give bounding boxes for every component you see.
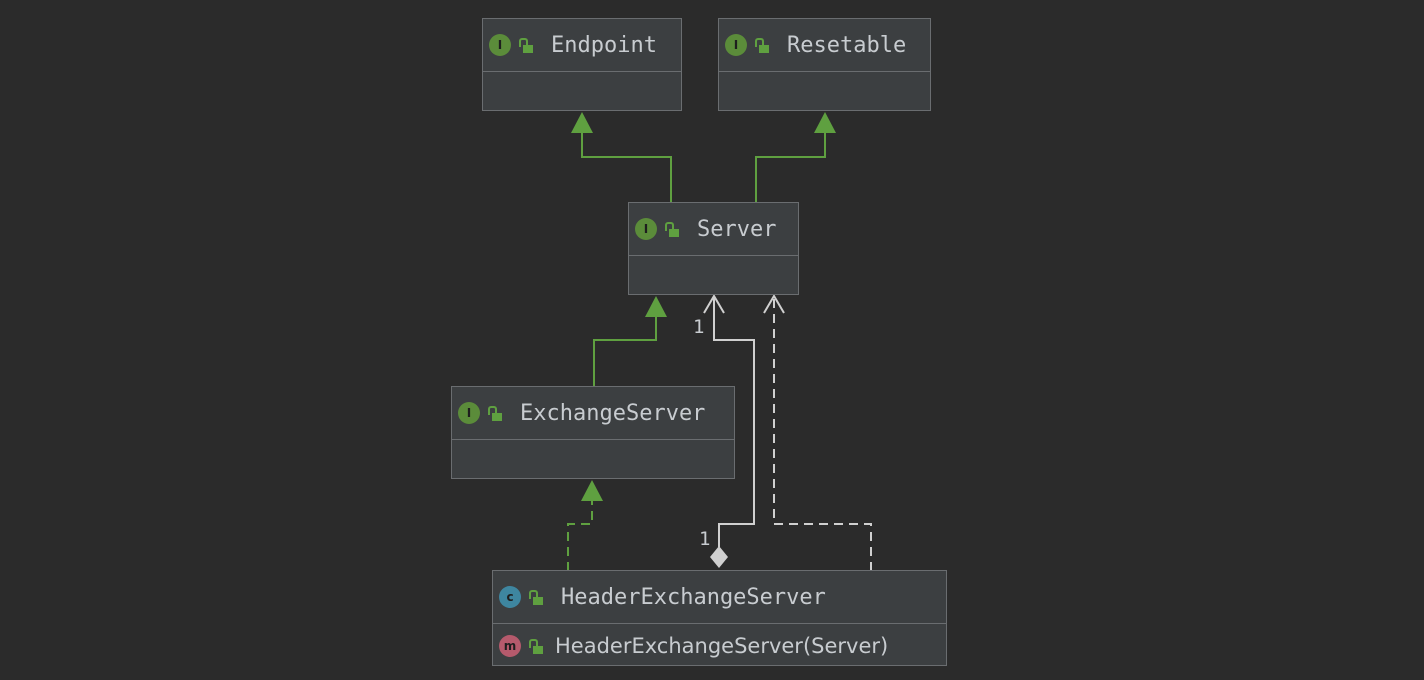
node-resetable[interactable]: I Resetable xyxy=(718,18,931,111)
public-visibility-icon xyxy=(529,589,543,605)
node-endpoint[interactable]: I Endpoint xyxy=(482,18,682,111)
open-arrowhead-dependency xyxy=(763,294,785,314)
node-exchange-server[interactable]: I ExchangeServer xyxy=(451,386,735,479)
interface-icon: I xyxy=(635,218,657,240)
node-header: I Resetable xyxy=(719,19,930,72)
edge-server-resetable xyxy=(755,132,826,203)
node-header-exchange-server[interactable]: c HeaderExchangeServer m HeaderExchangeS… xyxy=(492,570,947,666)
node-title: HeaderExchangeServer xyxy=(561,584,826,610)
node-server[interactable]: I Server xyxy=(628,202,799,295)
multiplicity-label: 1 xyxy=(699,528,711,550)
open-arrowhead-composition xyxy=(703,294,725,314)
class-icon: c xyxy=(499,586,521,608)
edge-composition-server xyxy=(713,296,755,547)
edge-headerexchangeserver-exchangeserver xyxy=(567,500,593,571)
node-header: I Endpoint xyxy=(483,19,681,72)
interface-icon: I xyxy=(725,34,747,56)
public-visibility-icon xyxy=(665,221,679,237)
arrowhead-resetable xyxy=(814,112,836,133)
node-body xyxy=(719,72,930,110)
node-body xyxy=(629,256,798,294)
multiplicity-label: 1 xyxy=(693,316,705,338)
public-visibility-icon xyxy=(755,37,769,53)
node-body xyxy=(483,72,681,110)
public-visibility-icon xyxy=(519,37,533,53)
node-header: I Server xyxy=(629,203,798,256)
node-header: c HeaderExchangeServer xyxy=(493,571,946,624)
member-row[interactable]: m HeaderExchangeServer(Server) xyxy=(493,624,946,668)
composition-diamond xyxy=(710,546,728,568)
member-signature: HeaderExchangeServer(Server) xyxy=(555,634,889,658)
node-title: ExchangeServer xyxy=(520,400,706,426)
node-header: I ExchangeServer xyxy=(452,387,734,440)
node-title: Server xyxy=(697,216,777,242)
arrowhead-exchangeserver xyxy=(581,480,603,501)
public-visibility-icon xyxy=(488,405,502,421)
interface-icon: I xyxy=(489,34,511,56)
node-title: Endpoint xyxy=(551,32,657,58)
edge-dependency-server xyxy=(773,296,872,571)
interface-icon: I xyxy=(458,402,480,424)
arrowhead-server-inherit xyxy=(645,296,667,317)
arrowhead-endpoint xyxy=(571,112,593,133)
node-body xyxy=(452,440,734,478)
node-title: Resetable xyxy=(787,32,907,58)
edge-server-endpoint xyxy=(581,132,672,203)
edge-exchangeserver-server xyxy=(593,316,657,387)
public-visibility-icon xyxy=(529,638,543,654)
method-icon: m xyxy=(499,635,521,657)
